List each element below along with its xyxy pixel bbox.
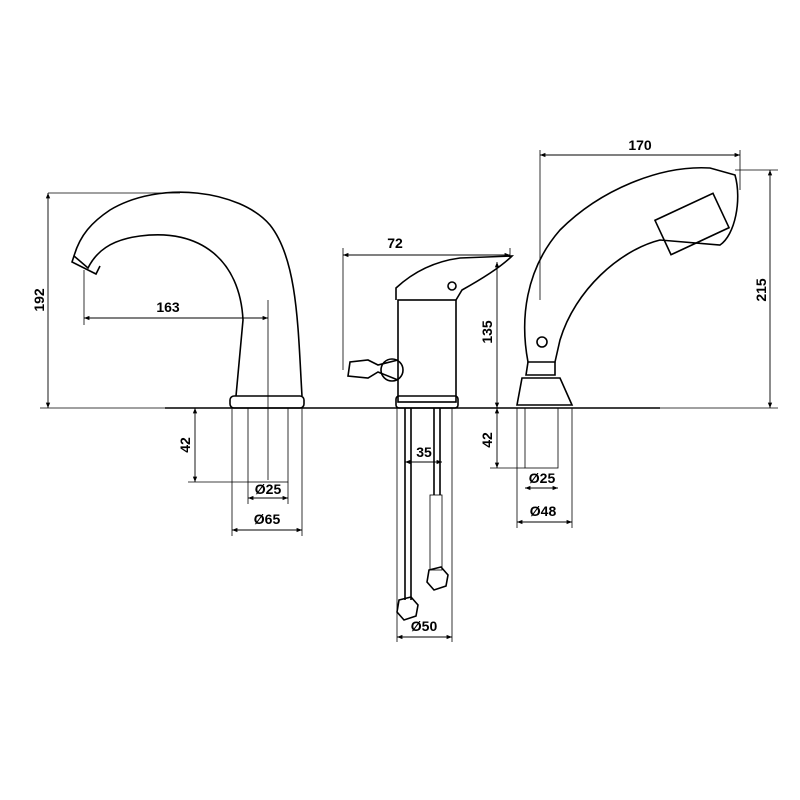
mixer bbox=[347, 255, 515, 621]
shower-thread-diameter-label: Ø25 bbox=[529, 470, 556, 486]
shower-height-label: 215 bbox=[753, 278, 769, 302]
mixer-height-label: 135 bbox=[479, 320, 495, 344]
shower-length-label: 170 bbox=[628, 137, 652, 153]
shower-thread-length-label: 42 bbox=[479, 432, 495, 448]
spout-thread-diameter-label: Ø25 bbox=[255, 481, 282, 497]
mixer-width-label: 72 bbox=[387, 235, 403, 251]
spout-reach-label: 163 bbox=[156, 299, 180, 315]
shower-base-diameter-label: Ø48 bbox=[530, 503, 557, 519]
hose-spacing-label: 35 bbox=[416, 444, 432, 460]
spout-height-label: 192 bbox=[31, 288, 47, 312]
hand-shower bbox=[516, 166, 739, 469]
spout-thread-length-label: 42 bbox=[177, 437, 193, 453]
spout-base-diameter-label: Ø65 bbox=[254, 511, 281, 527]
mixer-base-diameter-label: Ø50 bbox=[411, 618, 438, 634]
